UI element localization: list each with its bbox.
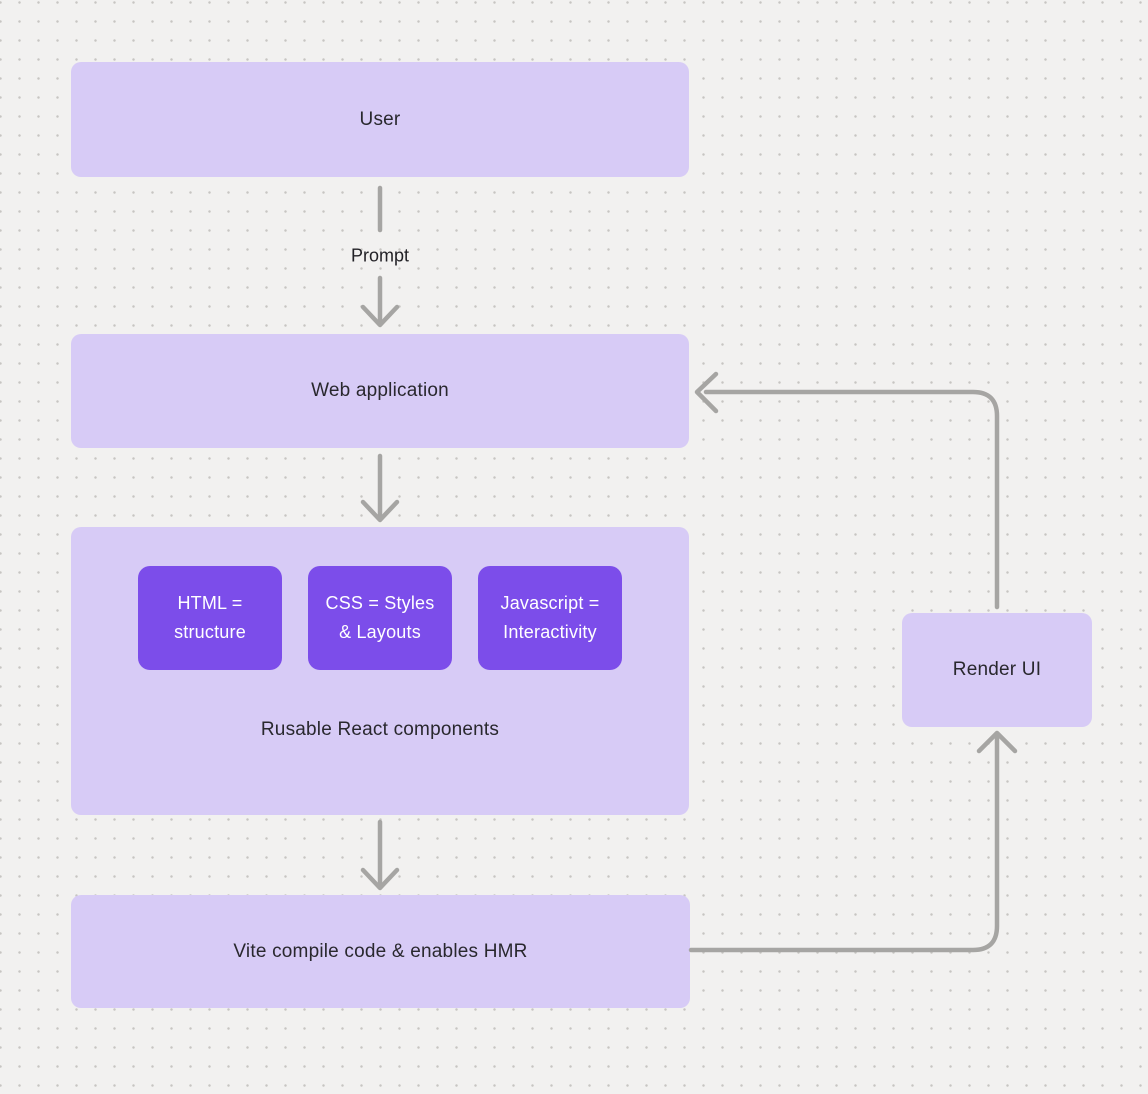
node-web-application[interactable]: Web application [71,334,689,448]
arrowhead-down-group [360,499,400,523]
node-vite-label: Vite compile code & enables HMR [233,940,528,962]
node-render-ui-label: Render UI [952,659,1042,680]
chip-css[interactable]: CSS = Styles & Layouts [308,566,452,670]
chip-javascript[interactable]: Javascript = Interactivity [478,566,622,670]
chip-html-label: HTML = structure [174,593,246,642]
chip-css-label: CSS = Styles & Layouts [325,593,435,642]
connector-vite-render [688,734,1000,953]
chip-html[interactable]: HTML = structure [138,566,282,670]
arrowhead-left-webapp [694,371,719,414]
node-render-ui[interactable]: Render UI [902,613,1092,727]
connector-render-webapp [703,389,1000,610]
node-web-application-label: Web application [311,380,449,401]
node-user[interactable]: User [71,62,689,177]
arrowhead-down-vite [360,867,400,891]
node-vite[interactable]: Vite compile code & enables HMR [71,895,690,1008]
group-caption: Rusable React components [260,719,500,740]
chip-javascript-label: Javascript = Interactivity [500,593,600,642]
arrowhead-up-render [976,730,1018,754]
group-react-components[interactable]: HTML = structure CSS = Styles & Layouts … [71,527,689,815]
node-user-label: User [359,108,401,130]
edge-label-prompt: Prompt [350,245,410,266]
arrowhead-down-webapp [360,304,400,328]
